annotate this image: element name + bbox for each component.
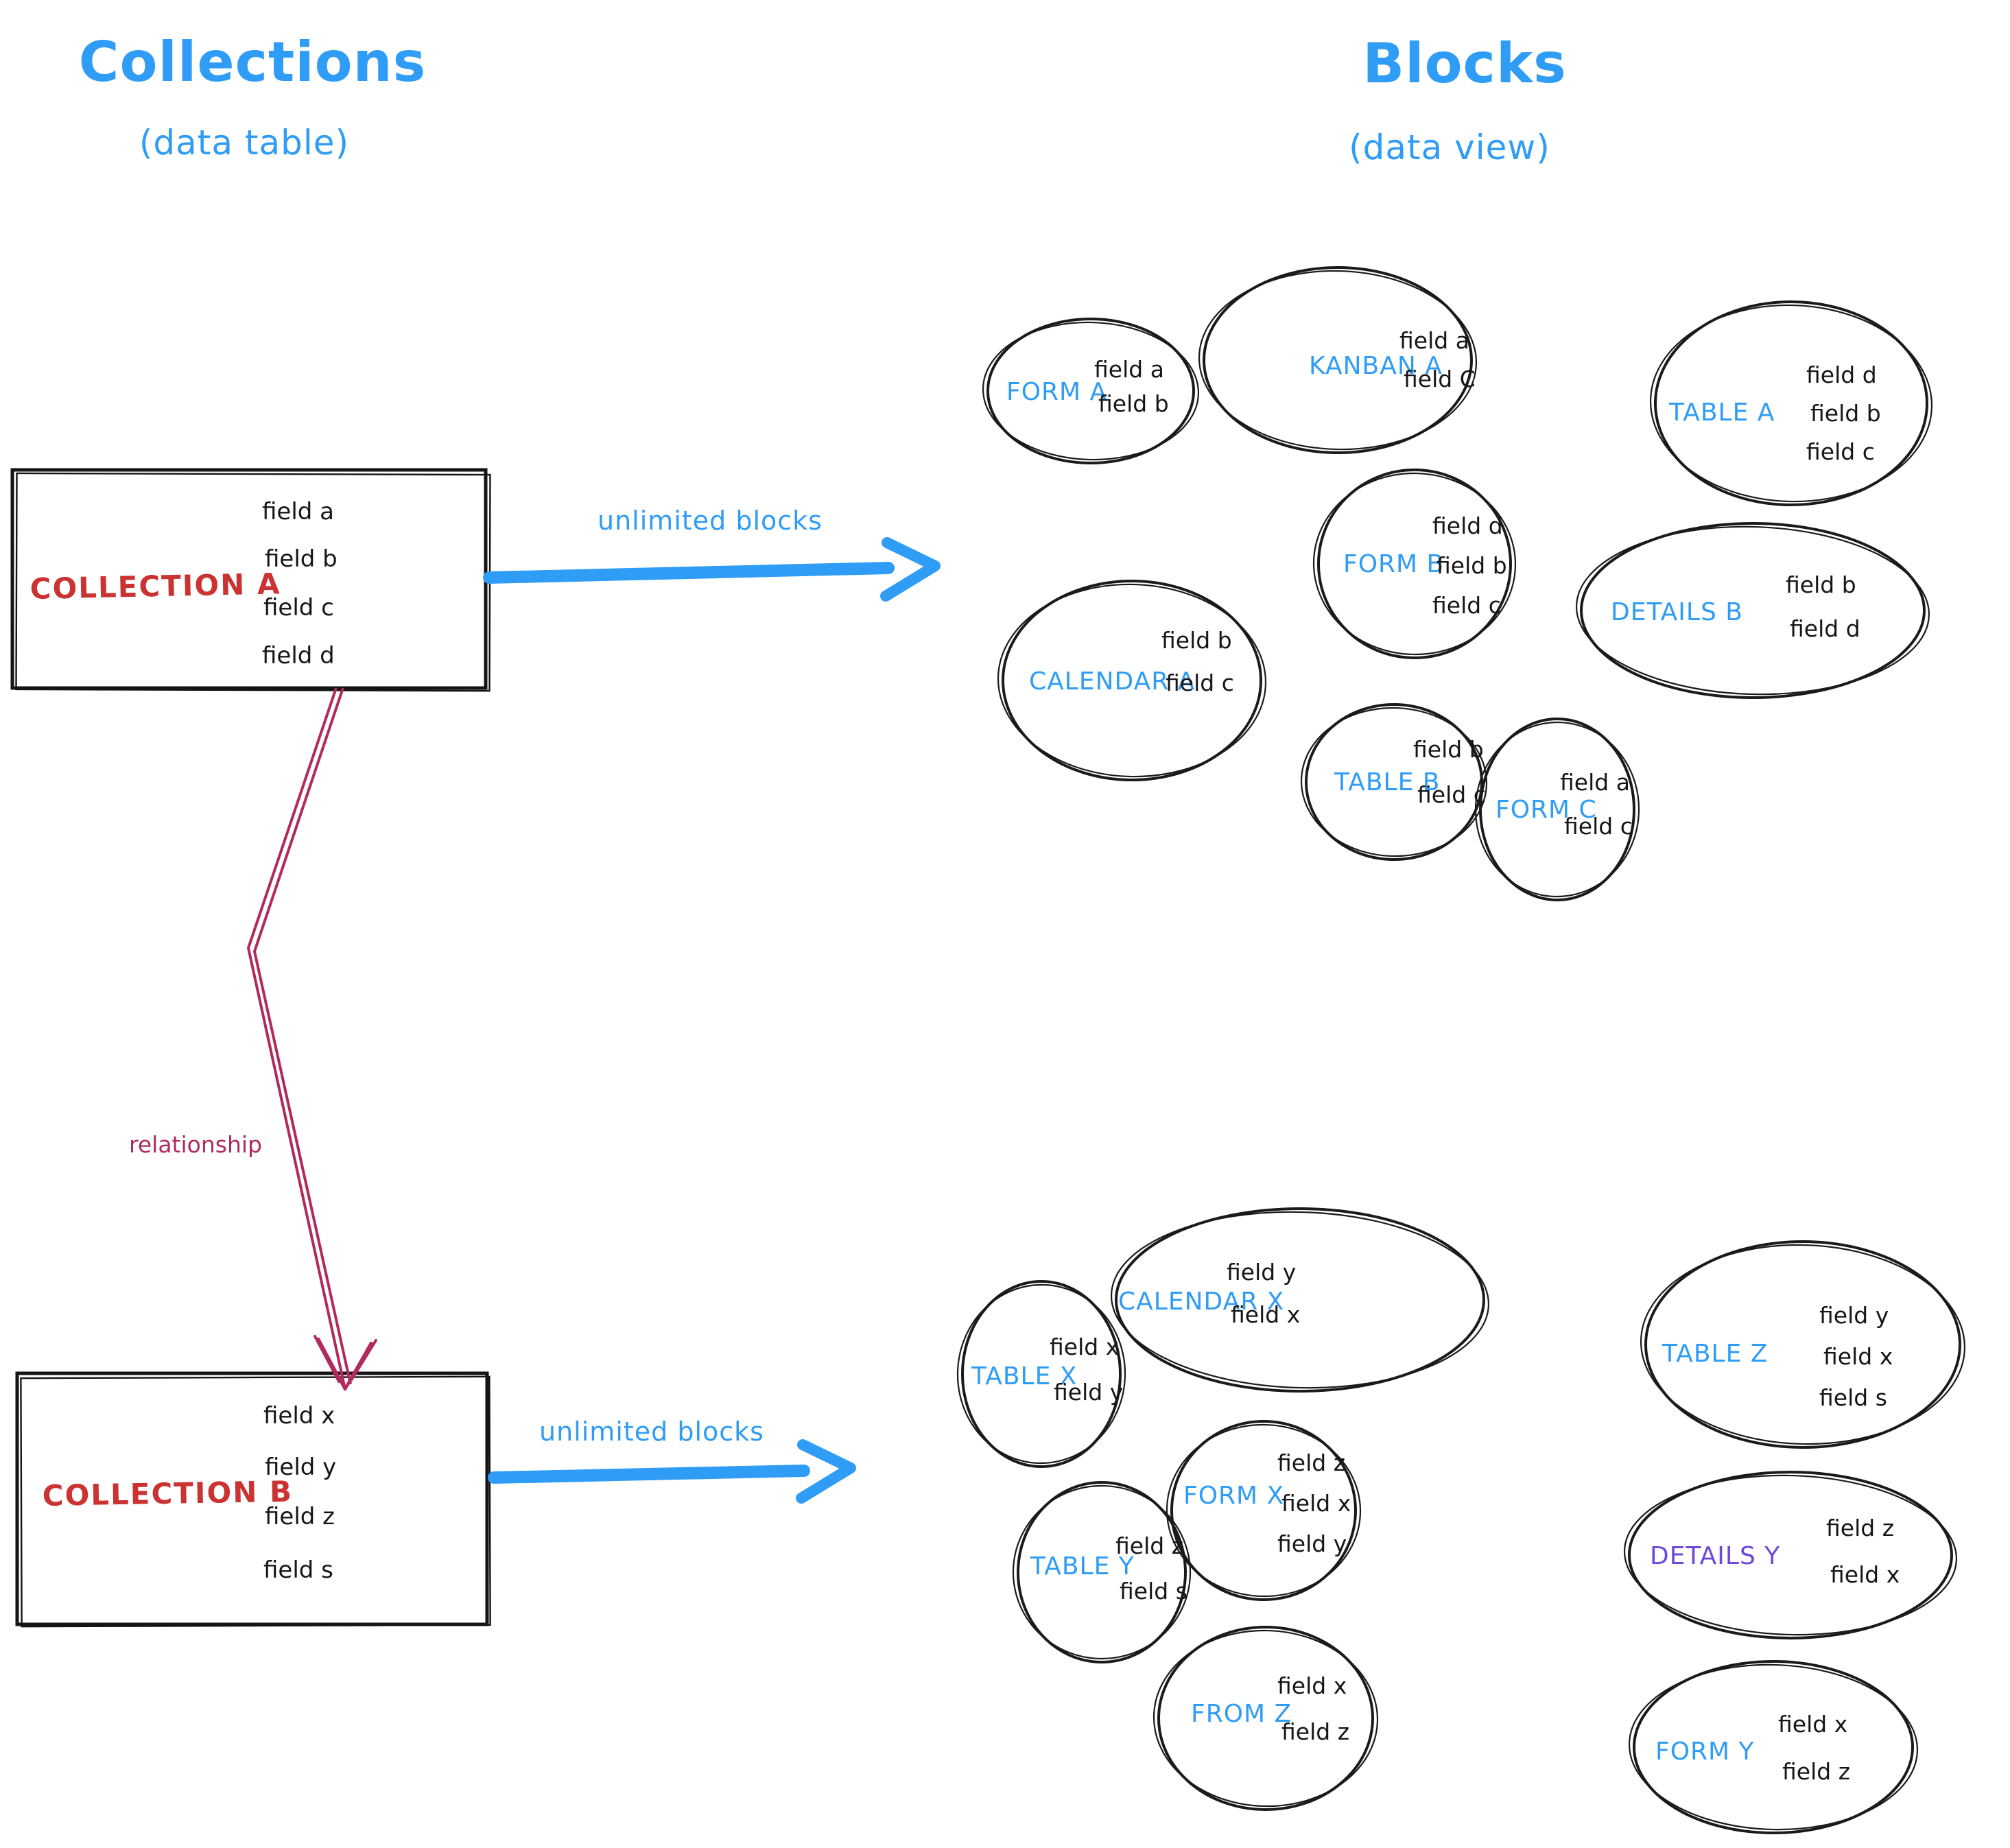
block-field: field a bbox=[1399, 327, 1469, 354]
block-field: field c bbox=[1432, 592, 1501, 619]
block-label: KANBAN A bbox=[1309, 352, 1443, 380]
block-field: field s bbox=[1120, 1578, 1187, 1604]
block-label: TABLE X bbox=[971, 1362, 1077, 1390]
unlimited-blocks-arrow-b: unlimited blocks bbox=[488, 1417, 856, 1504]
collection-a-field: field d bbox=[262, 642, 335, 670]
block-form-y: FORM Y field x field z bbox=[1628, 1660, 1919, 1834]
block-field: field x bbox=[1823, 1343, 1893, 1370]
block-field: field s bbox=[1819, 1384, 1887, 1411]
block-field: field x bbox=[1778, 1711, 1847, 1738]
block-field: field d bbox=[1432, 512, 1503, 539]
block-field: field d bbox=[1806, 362, 1877, 388]
collection-b-field: field s bbox=[263, 1556, 333, 1584]
collection-b-field: field y bbox=[265, 1454, 336, 1481]
block-field: field y bbox=[1277, 1530, 1347, 1557]
block-field: field b bbox=[1098, 390, 1169, 417]
block-field: field x bbox=[1281, 1490, 1351, 1517]
block-label: FROM Z bbox=[1191, 1700, 1292, 1728]
collection-a-field: field c bbox=[263, 594, 334, 621]
blocks-subtitle: (data view) bbox=[1349, 128, 1550, 167]
block-field: field y bbox=[1054, 1379, 1123, 1406]
collection-a-box: COLLECTION A field a field b field c fie… bbox=[10, 468, 491, 692]
block-label: CALENDAR X bbox=[1118, 1288, 1284, 1316]
unlimited-blocks-arrow-a: unlimited blocks bbox=[483, 506, 941, 602]
block-field: field a bbox=[1094, 356, 1164, 383]
block-label: FORM C bbox=[1495, 796, 1597, 824]
unlimited-blocks-label-a: unlimited blocks bbox=[598, 506, 823, 536]
block-form-x: FORM X field z field x field y bbox=[1166, 1420, 1362, 1601]
collection-b-field: field x bbox=[263, 1402, 335, 1430]
block-field: field b bbox=[1786, 571, 1856, 598]
block-label: TABLE Z bbox=[1662, 1340, 1768, 1368]
block-field: field b bbox=[1161, 627, 1232, 654]
block-field: field b bbox=[1810, 400, 1881, 427]
block-field: field z bbox=[1281, 1718, 1349, 1745]
block-field: field x bbox=[1231, 1301, 1300, 1328]
block-form-b: FORM B field d field b field c bbox=[1312, 469, 1517, 659]
block-field: field b bbox=[1436, 552, 1507, 579]
block-field: field z bbox=[1826, 1515, 1894, 1541]
collection-a-field: field b bbox=[265, 545, 338, 573]
block-field: field y bbox=[1819, 1302, 1889, 1329]
block-table-b: TABLE B field b field c bbox=[1300, 703, 1488, 861]
block-field: field z bbox=[1782, 1758, 1850, 1785]
block-label: TABLE B bbox=[1334, 768, 1440, 796]
block-field: field y bbox=[1227, 1259, 1296, 1286]
collection-b-box: COLLECTION B field x field y field z fie… bbox=[15, 1371, 491, 1628]
block-label: FORM A bbox=[1006, 378, 1107, 406]
block-field: field C bbox=[1404, 366, 1476, 392]
block-field: field c bbox=[1166, 670, 1234, 696]
block-details-y: DETAILS Y field z field x bbox=[1623, 1471, 1958, 1639]
block-label: CALENDAR A bbox=[1029, 667, 1195, 696]
collection-a-field: field a bbox=[262, 498, 334, 525]
block-field: field c bbox=[1806, 438, 1875, 465]
block-field: field c bbox=[1417, 781, 1486, 808]
collections-subtitle: (data table) bbox=[139, 123, 349, 163]
block-field: field x bbox=[1830, 1561, 1900, 1588]
collection-a-name: COLLECTION A bbox=[29, 567, 281, 606]
block-table-z: TABLE Z field y field x field s bbox=[1640, 1240, 1966, 1449]
block-field: field x bbox=[1277, 1672, 1347, 1699]
block-label: FORM Y bbox=[1655, 1738, 1755, 1766]
block-field: field z bbox=[1115, 1532, 1183, 1559]
collections-title: Collections bbox=[79, 30, 426, 94]
block-label: FORM B bbox=[1343, 550, 1444, 578]
relationship-arrow: relationship bbox=[129, 687, 377, 1391]
unlimited-blocks-label-b: unlimited blocks bbox=[539, 1417, 764, 1447]
block-field: field c bbox=[1564, 813, 1633, 840]
block-label: TABLE Y bbox=[1030, 1552, 1135, 1580]
block-label: TABLE A bbox=[1668, 399, 1775, 427]
block-label: DETAILS Y bbox=[1650, 1542, 1780, 1570]
block-field: field b bbox=[1413, 736, 1484, 763]
blocks-title: Blocks bbox=[1362, 32, 1567, 95]
block-field: field z bbox=[1277, 1449, 1345, 1476]
block-field: field d bbox=[1790, 615, 1860, 642]
block-calendar-a: CALENDAR A field b field c bbox=[997, 580, 1267, 781]
block-details-b: DETAILS B field b field d bbox=[1575, 522, 1930, 699]
collection-b-field: field z bbox=[265, 1503, 335, 1530]
block-field: field x bbox=[1050, 1334, 1119, 1360]
block-label: FORM X bbox=[1183, 1482, 1284, 1510]
collection-b-name: COLLECTION B bbox=[42, 1475, 293, 1513]
block-label: DETAILS B bbox=[1611, 598, 1743, 626]
relationship-label: relationship bbox=[129, 1131, 262, 1158]
block-field: field a bbox=[1560, 769, 1630, 796]
block-table-a: TABLE A field d field b field c bbox=[1649, 300, 1933, 506]
